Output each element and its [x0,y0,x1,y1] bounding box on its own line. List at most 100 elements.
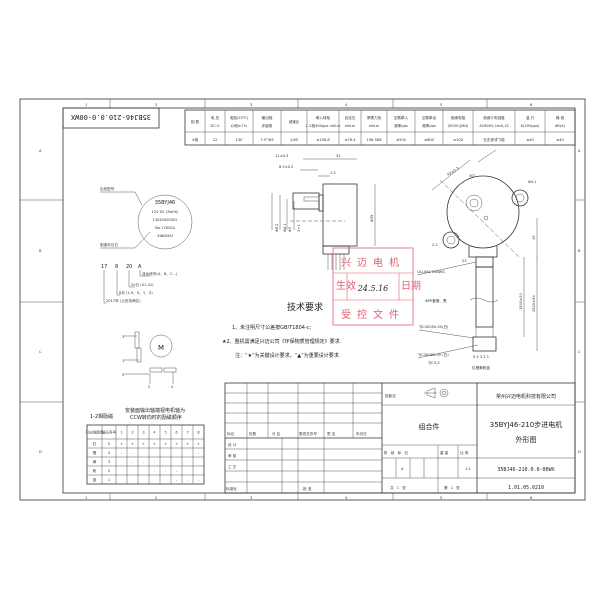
motor-symbol-label: M [158,344,164,352]
wiring-table-header: 5 [164,431,166,435]
dim-shaft-length: 11±0.3 [275,154,288,158]
label-line-2: 12V DC (RoHS) [152,210,180,214]
wiring-table-cell: 2 [108,469,110,473]
role-standard: 标准化 [226,486,237,491]
zone-col-6-bottom: 6 [530,496,533,500]
spec-value: ≥800 [424,138,435,142]
spec-header: 摩擦力矩 [367,115,382,120]
spec-header-unit: 1-2相400pps mN.m [306,123,341,128]
wiring-table-cell: + [197,442,200,446]
zone-labels: 1 2 3 4 5 6 1 2 3 4 5 6 A B C D A B C D [39,103,581,500]
dim-hole-diameter: Φ4.1 [528,180,537,184]
spec-header-unit: K(200pps) [521,124,540,128]
wiring-table-cell: - [132,451,134,455]
label-callout: 出线型号 制造年月日 35BYJ46 12V DC (RoHS) 1303050… [100,186,193,250]
stage-mark-value: A [401,467,404,471]
wiring-table-cell: + [175,442,178,446]
zone-col-6: 6 [530,103,533,107]
stamp-bottom: 受控文件 [341,308,405,321]
spec-header: 输出轴 [262,115,273,120]
drawing-title-line-2: 外形图 [516,435,537,444]
wiring-table-cell: - [154,460,156,464]
spec-header-unit: AC600V,1mA,1S [479,124,509,128]
zone-col-4: 4 [345,103,348,107]
zone-row-b-right: B [578,249,581,253]
wiring-table-cell: 橙 [93,450,97,455]
spec-header-unit: 频率pps [394,123,408,128]
dim-flat-tolerance: 3+1 [297,224,301,232]
wiring-table-cell: + [164,442,167,446]
spec-value: 7.5°/85 [260,138,273,142]
zone-col-5: 5 [440,103,442,107]
wiring-table-title-left: 1-2相励磁 [90,413,113,420]
rev-header-mark: 标记 [227,431,235,436]
drawing-title-line-1: 35BYJ46-210步进电机 [490,420,562,429]
wiring-table-header: 1 [120,431,122,435]
spec-value: ≥500 [396,138,407,142]
controlled-document-stamp: 兴迈电机 生效 24.5.16 日期 受控文件 [332,247,421,326]
dim-ear: 2.2 [432,243,438,247]
dim-body-diameter: Φ35 [370,215,374,222]
label-sleeve: ΦPE套管、黑 [425,298,447,303]
spec-header: 噪 音 [556,115,565,120]
dim-angle: 30° [469,174,476,178]
zone-row-d-right: D [578,450,581,454]
spec-value: ≤40 [526,138,534,142]
stage-header: 阶 段 标 记 [384,450,409,455]
title-block: 标记 处数 分 区 更改文件号 签 名 年月日 设 计 审 核 工 艺 标准化 … [224,382,576,494]
spec-value: 196-588 [366,138,382,142]
label-wire-colors: 红橙黄粉蓝 [472,365,490,370]
dim-cable-exit: 23 [462,259,467,263]
pin-1: 1 [122,359,124,363]
rev-header-zone: 分 区 [272,431,281,436]
label-wire: UL1061 26AWG [417,270,445,274]
spec-value: ≥156.8 [316,138,330,142]
date-code-month: 8 [115,264,118,270]
label-connector-a: TJC3S050-05(白) [418,324,449,329]
wiring-table-cell: + [186,442,189,446]
wiring-table-cell: + [120,442,123,446]
zone-row-c: C [39,350,42,354]
weight-header: 重 量 [440,450,449,455]
spec-header-unit: Ω/相±7% [231,123,248,128]
wiring-table-header: 4 [153,431,156,435]
spec-header: 相 数 [191,119,200,124]
spec-value: 无击穿或飞弧 [483,137,505,142]
zone-col-1: 1 [85,103,87,107]
scale-value: 1:1 [465,467,471,471]
spec-header-unit: mN.m [369,124,380,128]
spec-header: 绝缘电阻 [451,115,466,120]
wiring-table-header: 8 [197,431,200,435]
drawing-number: 35BJ46-210.0.0-00WX [497,467,554,473]
wiring-table-cell: - [165,469,167,473]
wiring-table-title-line2: CCW转向时的励磁顺序 [130,414,182,421]
dim-flat-length: 8.5±0.2 [279,165,293,169]
spec-header: 绝缘介电强度 [483,115,505,120]
spec-header-unit: mN.m [345,124,356,128]
tech-req-item-1: 1、未注明尺寸公差按GB/T1804-c; [232,324,312,331]
date-code-day-desc: 20日 (01-31) [131,283,154,287]
stamp-left: 生效 [336,279,356,292]
role-approve: 批 准 [303,486,312,491]
pin-5: 5 [122,373,124,377]
wiring-table-cell: 红 [93,441,97,446]
spec-header-unit: 频率pps [422,123,436,128]
pin-4: 4 [171,385,174,389]
spec-header: 温 升 [526,115,535,120]
wiring-table-cell: - [176,469,178,473]
rev-header-count: 处数 [249,431,257,436]
spec-value: ≥100 [453,138,464,142]
side-view: 11±0.3 8.5±0.2 1.5 31 Φ35 Φ6.2 Φ6.1 Φ3 3… [271,154,376,270]
date-code-day: 20 [126,264,132,270]
leader-bottom-label: 制造年月日 [100,242,118,247]
technical-requirements: 技术要求 1、未注明尺寸公差按GB/T1804-c; ★2、整机需满足兴迈公司《… [222,301,342,359]
wiring-table-cell: 3 [108,460,110,464]
zone-col-2: 2 [155,103,157,107]
tech-req-title: 技术要求 [287,301,323,313]
wiring-table-cell: - [198,451,200,455]
spec-header-unit: dB(A) [555,124,566,128]
wiring-table-header: 2 [131,431,133,435]
date-code-serial-desc: 流水线号(A、B、C...) [142,271,178,276]
